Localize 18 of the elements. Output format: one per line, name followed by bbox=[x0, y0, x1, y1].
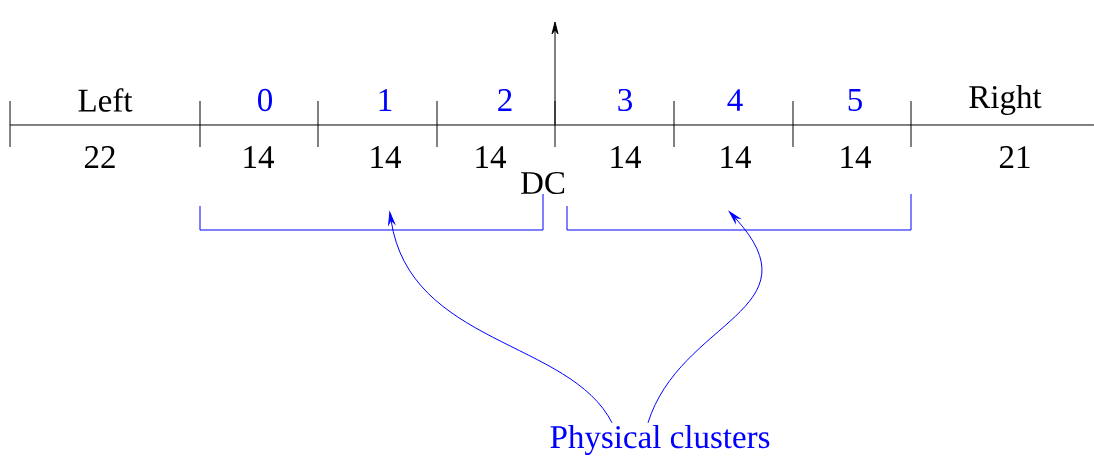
axis-label: 14 bbox=[476, 146, 506, 168]
axis-label: 14 bbox=[611, 146, 641, 168]
bracket bbox=[566, 193, 912, 231]
caption-text: Physical clusters bbox=[550, 425, 770, 455]
bracket bbox=[199, 193, 544, 231]
axis-label: 21 bbox=[999, 146, 1030, 168]
axis-label: 22 bbox=[84, 146, 115, 168]
axis-label: 1 bbox=[379, 89, 392, 111]
axis-label: Left bbox=[78, 88, 133, 112]
axis-label: 5 bbox=[848, 89, 862, 111]
axis-label: DC bbox=[521, 171, 565, 195]
axis-label: 2 bbox=[498, 89, 512, 111]
curved-arrow bbox=[388, 211, 613, 424]
axis-label: 0 bbox=[258, 88, 272, 112]
axis-label: 4 bbox=[727, 89, 743, 111]
axis-label: Right bbox=[969, 85, 1042, 115]
curved-arrow bbox=[647, 211, 763, 424]
axis-label: 3 bbox=[618, 88, 632, 112]
